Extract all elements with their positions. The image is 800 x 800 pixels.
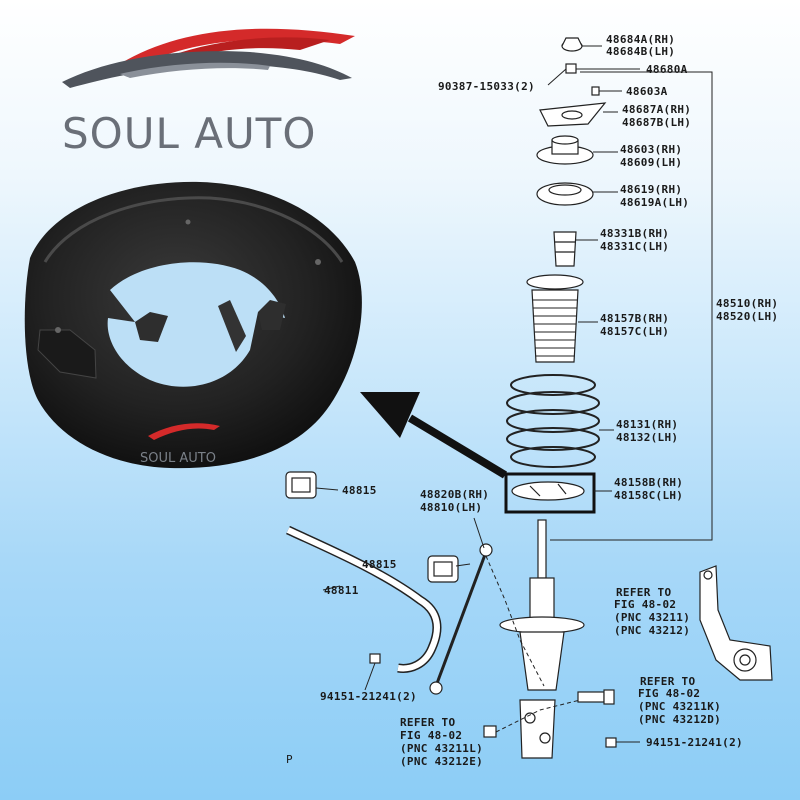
ref3-line1: REFER TO (400, 716, 455, 729)
part-48158 (511, 481, 585, 501)
ref1-line4: (PNC 43212) (614, 624, 690, 637)
label-48131: 48131(RH) (616, 418, 678, 431)
highlight-box-48158 (504, 472, 596, 514)
label-48157c: 48157C(LH) (600, 325, 669, 338)
label-48603a: 48603A (626, 85, 668, 98)
part-labels: 48684A(RH) 48684B(LH) 48680A 90387-15033… (286, 33, 778, 768)
ref1-line3: (PNC 43211) (614, 611, 690, 624)
label-48687b: 48687B(LH) (622, 116, 691, 129)
label-48331b: 48331B(RH) (600, 227, 669, 240)
part-48680 (565, 63, 577, 74)
label-48687a: 48687A(RH) (622, 103, 691, 116)
ref3-line3: (PNC 43211L) (400, 742, 483, 755)
label-48331c: 48331C(LH) (600, 240, 669, 253)
stabilizer-leaders (315, 487, 640, 743)
label-48619: 48619(RH) (620, 183, 682, 196)
page-mark: P (286, 753, 293, 766)
watermark-brand: SOUL AUTO (140, 451, 216, 466)
label-94151-a: 94151-21241(2) (320, 690, 417, 703)
label-48684b: 48684B(LH) (606, 45, 675, 58)
ref1-line2: FIG 48-02 (614, 598, 676, 611)
brand-name: SOUL AUTO (62, 109, 316, 158)
label-48609: 48609(LH) (620, 156, 682, 169)
label-48820b: 48820B(RH) (420, 488, 489, 501)
ref2-line1: REFER TO (640, 675, 695, 688)
label-48158c: 48158C(LH) (614, 489, 683, 502)
label-48619a: 48619A(LH) (620, 196, 689, 209)
shock-body (529, 577, 555, 619)
label-48158b: 48158B(RH) (614, 476, 683, 489)
part-48157 (526, 274, 584, 290)
part-48331 (553, 231, 577, 267)
leader-lines (547, 45, 640, 492)
steering-knuckle (699, 565, 773, 681)
label-48684a: 48684A(RH) (606, 33, 675, 46)
pointer-arrow (360, 392, 508, 479)
logo-swoosh-gray (62, 51, 352, 88)
label-48815-a: 48815 (342, 484, 377, 497)
product-photo-spring-insulator: SOUL AUTO (24, 181, 362, 469)
stabilizer-assembly (285, 471, 617, 748)
label-48510: 48510(RH) (716, 297, 778, 310)
ref2-line4: (PNC 43212D) (638, 713, 721, 726)
label-48603: 48603(RH) (620, 143, 682, 156)
strut-assembly (499, 37, 607, 759)
shock-rod (537, 519, 547, 579)
part-48131 (506, 374, 600, 468)
ref2-line3: (PNC 43211K) (638, 700, 721, 713)
label-94151-b: 94151-21241(2) (646, 736, 743, 749)
label-48811: 48811 (324, 584, 359, 597)
logo-swoosh-gray-2 (120, 62, 270, 78)
ref1-line1: REFER TO (616, 586, 671, 599)
logo-swoosh-red-2 (170, 37, 330, 60)
label-48815-b: 48815 (362, 558, 397, 571)
ref2-line2: FIG 48-02 (638, 687, 700, 700)
ref3-line4: (PNC 43212E) (400, 755, 483, 768)
label-48810: 48810(LH) (420, 501, 482, 514)
label-48132: 48132(LH) (616, 431, 678, 444)
label-48520: 48520(LH) (716, 310, 778, 323)
part-48820 (434, 551, 488, 687)
ref3-line2: FIG 48-02 (400, 729, 462, 742)
label-48157b: 48157B(RH) (600, 312, 669, 325)
brand-logo: SOUL AUTO (62, 28, 355, 158)
assembly-bracket (550, 71, 713, 541)
label-48680a: 48680A (646, 63, 688, 76)
label-90387: 90387-15033(2) (438, 80, 535, 93)
